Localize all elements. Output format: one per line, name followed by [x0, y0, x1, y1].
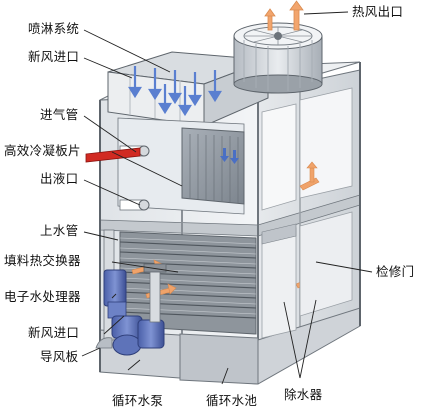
- label-liquid-outlet: 出液口: [40, 171, 79, 186]
- label-fill-exchanger: 填料热交换器: [4, 253, 81, 268]
- label-fresh-air-inlet-bottom: 新风进口: [28, 325, 80, 340]
- air-inlet-pipe-shape: [85, 147, 141, 163]
- label-fresh-air-inlet-top: 新风进口: [28, 49, 80, 64]
- condensing-plates: [117, 117, 245, 215]
- label-water-processor: 电子水处理器: [4, 289, 81, 304]
- label-water-pipe: 上水管: [40, 223, 79, 238]
- label-circulation-pool: 循环水池: [206, 393, 258, 408]
- label-access-door: 检修门: [376, 264, 415, 279]
- label-air-inlet-pipe: 进气管: [40, 107, 79, 122]
- label-hot-air-outlet: 热风出口: [352, 4, 404, 19]
- label-condensing-plate: 高效冷凝板片: [4, 143, 81, 158]
- label-air-guide-plate: 导风板: [40, 349, 79, 364]
- leader-lines: [81, 11, 373, 385]
- label-spray-system: 喷淋系统: [28, 21, 80, 36]
- pump-assembly: [95, 229, 167, 356]
- label-circulation-pump: 循环水泵: [112, 393, 164, 408]
- fan-stack: [233, 0, 323, 94]
- label-drift-eliminator: 除水器: [284, 387, 323, 402]
- drift-eliminator-shape: [261, 87, 353, 211]
